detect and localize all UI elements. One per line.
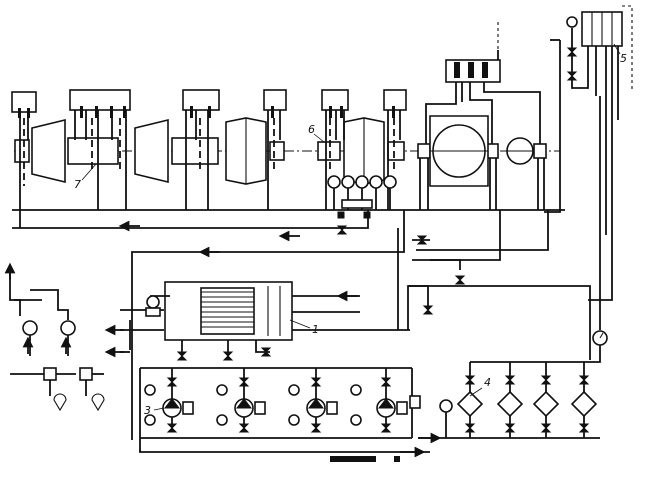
pressure-gauge: [592, 330, 608, 346]
cooler-trunk: [131, 210, 591, 452]
oil-filters: [456, 390, 598, 418]
lp-cylinder-1: [225, 117, 267, 185]
oil-tank: [566, 5, 633, 90]
label-oil-filters: 4: [484, 376, 491, 389]
return-arrows: [400, 432, 442, 458]
oil-tank-lines: [544, 28, 619, 301]
label-pump-unit: 3: [144, 404, 151, 417]
oil-pump-3: [288, 384, 338, 426]
generator: [429, 115, 489, 187]
gauge-group: [327, 175, 397, 219]
hp-cylinder: [31, 118, 66, 184]
oil-pumps: [144, 384, 408, 426]
auxiliary-arrows: [4, 262, 72, 354]
oil-pump-2: [216, 384, 266, 426]
generator-seal-lines: [425, 22, 541, 144]
lp-cylinder-2: [343, 117, 385, 185]
reference-labels: 1 3 4 5 6 7: [74, 52, 627, 417]
label-oil-cooler: 1: [312, 323, 319, 336]
label-bearing-7: 7: [74, 178, 81, 191]
label-oil-tank: 5: [620, 52, 627, 65]
leader-lines: [81, 43, 621, 411]
drain-header: [12, 209, 565, 229]
filter-valves: [464, 375, 590, 433]
bearing-pedestals: [14, 137, 547, 165]
oil-cooler-arrows: [104, 290, 358, 358]
drain-arrows: [118, 220, 300, 258]
oil-pump-4: [350, 384, 408, 426]
bearing-oil-lines: [19, 110, 545, 210]
pump-valves: [166, 377, 392, 433]
oil-cooler: [164, 281, 293, 341]
ip-cylinder: [134, 118, 169, 184]
oil-pump-1: [144, 384, 194, 426]
scale-bar: [330, 456, 400, 462]
label-bearing-6: 6: [308, 123, 315, 136]
cooler-pump-symbol: [145, 295, 161, 317]
trunk-valves: [176, 47, 578, 361]
exciter: [506, 137, 534, 165]
manifold-extra: [409, 395, 453, 438]
auxiliary-detail: [9, 272, 105, 412]
